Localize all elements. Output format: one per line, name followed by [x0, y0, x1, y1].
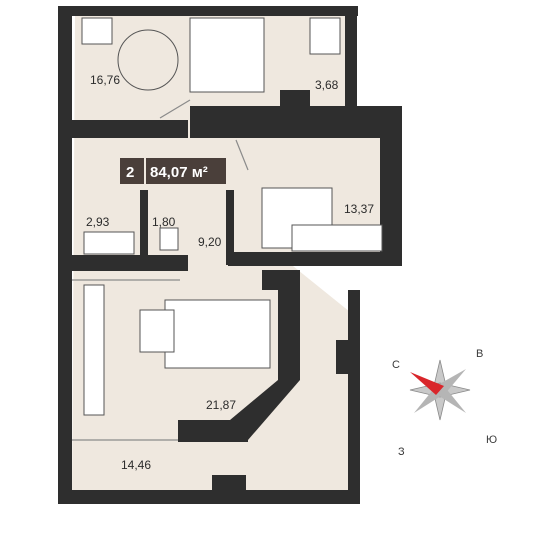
compass: С В Ю З: [392, 348, 497, 458]
room-area-balcony-small: 3,68: [315, 78, 339, 92]
rooms-badge-bg: [120, 158, 144, 184]
compass-east-label: В: [476, 348, 483, 360]
compass-south-label: Ю: [486, 434, 497, 446]
furniture: [81, 17, 383, 416]
room-area-living: 21,87: [206, 398, 236, 412]
room-area-bedroom: 16,76: [90, 73, 120, 87]
room-area-wc: 1,80: [152, 215, 176, 229]
room-area-bedroom2: 13,37: [344, 202, 374, 216]
room-area-bath: 2,93: [86, 215, 110, 229]
compass-north-label: С: [392, 359, 400, 371]
apartment-badge: 2 84,07 м²: [120, 158, 226, 184]
partitions: [72, 99, 249, 441]
area-badge-bg: [146, 158, 226, 184]
compass-west-label: З: [398, 446, 405, 458]
rooms-count: 2: [126, 164, 134, 181]
room-area-hall: 9,20: [198, 235, 222, 249]
total-area: 84,07 м²: [150, 164, 208, 181]
walls: [58, 6, 402, 504]
compass-needle-north: [410, 372, 444, 395]
room-area-loggia: 14,46: [121, 458, 151, 472]
compass-needle-se: [436, 386, 466, 413]
